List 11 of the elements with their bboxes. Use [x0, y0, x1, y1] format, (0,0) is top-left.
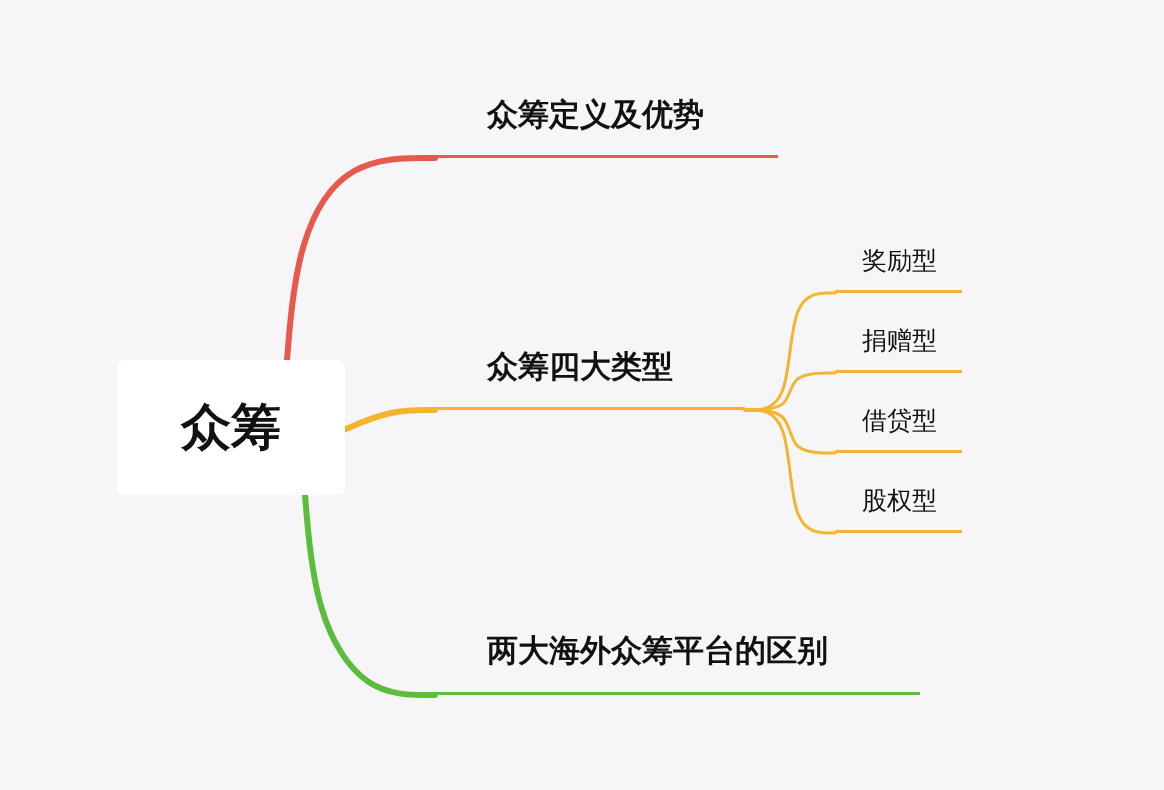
topic-label: 奖励型 — [835, 240, 962, 293]
topic-label: 两大海外众筹平台的区别 — [435, 628, 920, 695]
topic-label: 众筹四大类型 — [435, 344, 745, 410]
topic-label: 捐赠型 — [835, 320, 962, 373]
branch-line — [302, 492, 438, 698]
topic-label: 众筹定义及优势 — [435, 92, 778, 158]
topic-label: 股权型 — [835, 480, 962, 533]
central-topic-box: 众筹 — [117, 360, 345, 495]
branch-line — [743, 408, 837, 535]
topic-label: 借贷型 — [835, 400, 962, 453]
branch-line — [284, 155, 438, 363]
